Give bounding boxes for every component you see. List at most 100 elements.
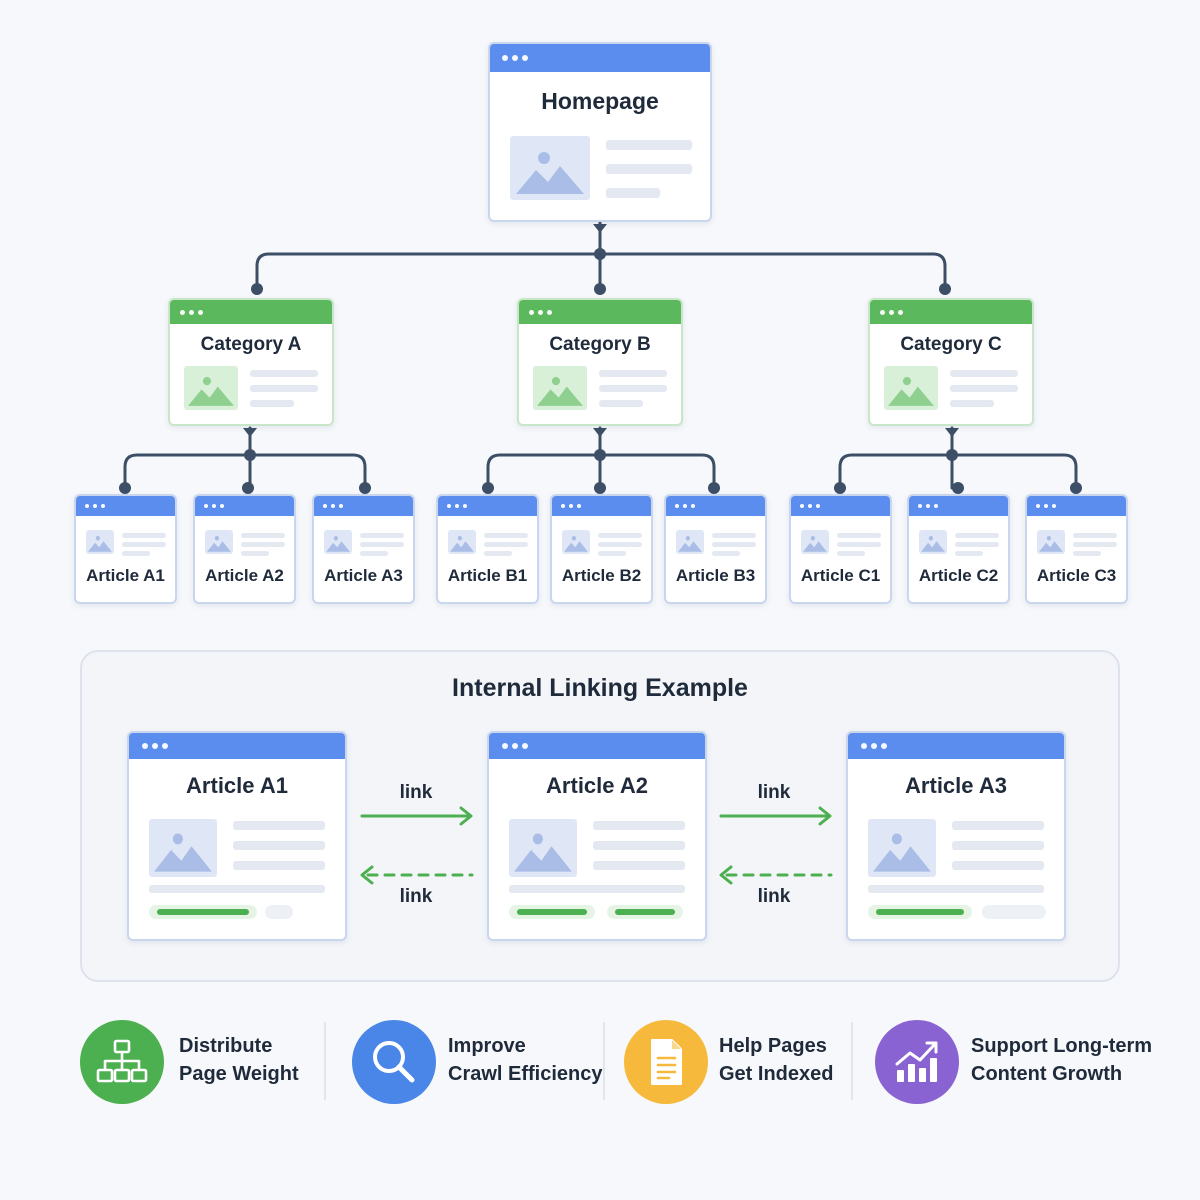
window-dots-icon xyxy=(447,504,467,508)
image-placeholder-icon xyxy=(510,136,590,200)
image-placeholder-icon xyxy=(868,819,936,877)
window-dots-icon xyxy=(529,309,552,315)
window-dots-icon xyxy=(142,743,168,749)
linking-page-card[interactable]: Article A1 xyxy=(127,731,347,941)
window-header-bar xyxy=(314,496,413,516)
text-line xyxy=(606,140,692,150)
text-line xyxy=(250,385,318,392)
window-dots-icon xyxy=(800,504,820,508)
text-line xyxy=(599,385,667,392)
window-header-bar xyxy=(76,496,175,516)
linking-page-title: Article A2 xyxy=(546,773,648,798)
category-card[interactable]: Category A xyxy=(168,298,334,426)
linking-page-card[interactable]: Article A3 xyxy=(846,731,1066,941)
text-line xyxy=(712,542,756,547)
text-line xyxy=(484,542,528,547)
text-line xyxy=(360,551,388,556)
text-line xyxy=(837,542,881,547)
benefit-growth-text: Support Long-term Content Growth xyxy=(971,1032,1152,1088)
image-placeholder-icon xyxy=(324,530,352,554)
window-dots-icon xyxy=(675,504,695,508)
text-line xyxy=(149,885,325,893)
text-line xyxy=(955,551,983,556)
hierarchy-connectors xyxy=(119,220,1082,494)
linking-page-card[interactable]: Article A2 xyxy=(487,731,707,941)
benefit-line: Get Indexed xyxy=(719,1063,834,1085)
text-line xyxy=(250,370,318,377)
article-card[interactable]: Article B1 xyxy=(436,494,539,604)
window-header-bar xyxy=(791,496,890,516)
text-line xyxy=(955,542,999,547)
homepage-card[interactable]: Homepage xyxy=(488,42,712,222)
window-dots-icon xyxy=(85,504,105,508)
category-card[interactable]: Category B xyxy=(517,298,683,426)
text-line xyxy=(837,551,865,556)
text-line xyxy=(233,841,325,850)
benefit-line: Crawl Efficiency xyxy=(448,1063,603,1085)
link-pill-fill xyxy=(615,909,675,915)
article-card[interactable]: Article A2 xyxy=(193,494,296,604)
link-label: link xyxy=(757,886,791,907)
text-line xyxy=(712,533,756,538)
text-line xyxy=(599,400,643,407)
image-placeholder-icon xyxy=(676,530,704,554)
image-placeholder-icon xyxy=(448,530,476,554)
text-line xyxy=(952,841,1044,850)
text-line xyxy=(484,551,512,556)
benefit-line: Distribute xyxy=(179,1035,273,1057)
window-dots-icon xyxy=(1036,504,1056,508)
link-pill-fill xyxy=(157,909,249,915)
image-placeholder-icon xyxy=(562,530,590,554)
benefit-line: Page Weight xyxy=(179,1063,299,1085)
article-title: Article B3 xyxy=(675,566,756,585)
text-line xyxy=(599,370,667,377)
text-line xyxy=(598,551,626,556)
text-line xyxy=(593,841,685,850)
benefit-distribute-text: Distribute Page Weight xyxy=(179,1032,299,1088)
text-line xyxy=(950,385,1018,392)
window-dots-icon xyxy=(502,743,528,749)
link-pill xyxy=(149,905,257,919)
text-line xyxy=(955,533,999,538)
article-card[interactable]: Article C2 xyxy=(907,494,1010,604)
image-placeholder-icon xyxy=(509,819,577,877)
image-placeholder-icon xyxy=(884,366,938,410)
text-line xyxy=(593,821,685,830)
image-placeholder-icon xyxy=(919,530,947,554)
article-card[interactable]: Article B3 xyxy=(664,494,767,604)
window-dots-icon xyxy=(323,504,343,508)
window-header-bar xyxy=(438,496,537,516)
article-title: Article C3 xyxy=(1036,566,1117,585)
benefit-crawl-text: Improve Crawl Efficiency xyxy=(448,1032,603,1088)
link-pill xyxy=(509,905,595,919)
text-line xyxy=(950,400,994,407)
text-line xyxy=(122,551,150,556)
article-card[interactable]: Article A1 xyxy=(74,494,177,604)
window-dots-icon xyxy=(861,743,887,749)
benefit-indexed-icon xyxy=(624,1020,708,1104)
benefit-line: Content Growth xyxy=(971,1063,1123,1085)
article-title: Article C2 xyxy=(918,566,999,585)
article-card[interactable]: Article C3 xyxy=(1025,494,1128,604)
article-card[interactable]: Article A3 xyxy=(312,494,415,604)
image-placeholder-icon xyxy=(149,819,217,877)
article-title: Article B1 xyxy=(447,566,528,585)
window-header-bar xyxy=(195,496,294,516)
category-title: Category A xyxy=(200,334,302,355)
article-card[interactable]: Article C1 xyxy=(789,494,892,604)
text-line xyxy=(360,542,404,547)
category-title: Category B xyxy=(549,334,651,355)
internal-linking-title: Internal Linking Example xyxy=(452,674,748,702)
window-dots-icon xyxy=(880,309,903,315)
text-line xyxy=(1073,533,1117,538)
link-pill xyxy=(868,905,972,919)
category-card[interactable]: Category C xyxy=(868,298,1034,426)
window-header-bar xyxy=(552,496,651,516)
article-card[interactable]: Article B2 xyxy=(550,494,653,604)
article-title: Article A2 xyxy=(205,566,284,585)
window-header-bar xyxy=(519,300,681,324)
text-line xyxy=(241,542,285,547)
benefit-line: Support Long-term xyxy=(971,1035,1153,1057)
text-line xyxy=(241,551,269,556)
text-line xyxy=(1073,542,1117,547)
